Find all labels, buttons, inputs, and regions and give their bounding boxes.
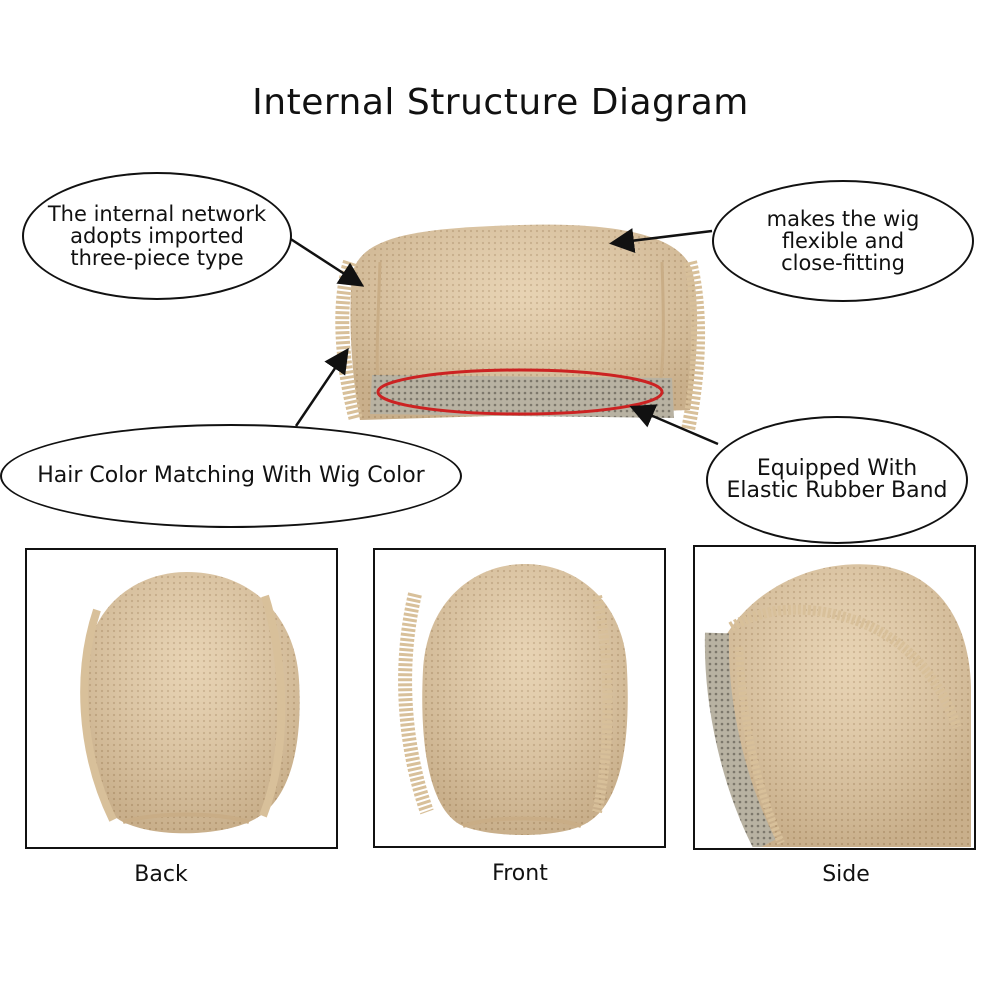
callout-flexible: makes the wig flexible and close-fitting [712,180,974,302]
caption-back: Back [134,862,188,887]
arrow-flexible [609,228,713,253]
side-view-image [704,564,971,847]
callout-network-text: The internal network adopts imported thr… [47,202,267,270]
caption-side: Side [822,862,870,887]
callout-hair-color-text: Hair Color Matching With Wig Color [37,463,425,488]
callout-hair-color: Hair Color Matching With Wig Color [0,424,462,528]
arrow-elastic [629,404,719,446]
caption-front: Front [492,861,548,886]
front-view-image [398,564,628,835]
callout-elastic: Equipped With Elastic Rubber Band [706,416,968,544]
page-title: Internal Structure Diagram [252,82,749,123]
main-cap [335,224,706,432]
front-view-panel [373,548,666,848]
side-view-panel [693,545,976,850]
back-view-image [80,572,300,834]
arrow-network [285,234,365,287]
callout-flexible-text: makes the wig flexible and close-fitting [766,207,920,275]
callout-elastic-text: Equipped With Elastic Rubber Band [726,456,948,503]
callout-network: The internal network adopts imported thr… [22,172,292,300]
back-view-panel [25,548,338,849]
arrow-hair-color [294,347,349,427]
